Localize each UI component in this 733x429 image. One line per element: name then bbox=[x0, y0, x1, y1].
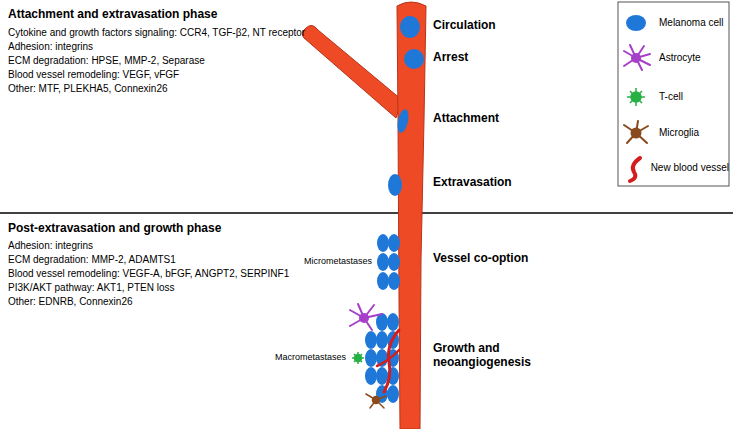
legend-label: New blood vessel bbox=[651, 162, 729, 174]
text-label: Blood vessel remodeling: VEGF, vFGF bbox=[8, 69, 179, 81]
heading-label: Vessel co-option bbox=[433, 252, 528, 266]
heading-label: Circulation bbox=[433, 19, 496, 33]
heading-label: Attachment bbox=[433, 112, 499, 126]
melanoma-cell bbox=[388, 174, 402, 196]
heading-label: Extravasation bbox=[433, 176, 512, 190]
text-label: Cytokine and growth factors signaling: C… bbox=[8, 27, 305, 39]
heading-label: Post-extravasation and growth phase bbox=[8, 222, 221, 236]
melanoma-cell bbox=[404, 49, 424, 69]
text-label: ECM degradation: MMP-2, ADAMTS1 bbox=[8, 254, 176, 266]
text-label: Macrometastases bbox=[275, 352, 346, 362]
legend-astrocyte bbox=[624, 45, 650, 70]
legend-label: Melanoma cell bbox=[659, 17, 723, 29]
heading-label: Arrest bbox=[433, 51, 468, 65]
legend-box bbox=[618, 2, 729, 186]
text-label: Micrometastases bbox=[304, 256, 372, 266]
text-label: Blood vessel remodeling: VEGF-A, bFGF, A… bbox=[8, 268, 289, 280]
legend-t-cell bbox=[627, 88, 645, 106]
astrocyte bbox=[350, 304, 382, 330]
micrometastasis-cluster bbox=[377, 234, 400, 290]
legend-label: Astrocyte bbox=[659, 52, 701, 64]
text-label: Other: MTF, PLEKHA5, Connexin26 bbox=[8, 83, 168, 95]
legend-microglia bbox=[624, 121, 648, 143]
text-label: Adhesion: integrins bbox=[8, 41, 93, 53]
heading-label: Attachment and extravasation phase bbox=[8, 8, 217, 22]
text-label: PI3K/AKT pathway: AKT1, PTEN loss bbox=[8, 282, 175, 294]
t-cell bbox=[352, 352, 364, 364]
legend-label: T-cell bbox=[659, 91, 683, 103]
legend-new-blood-vessel bbox=[630, 158, 640, 181]
divider-line bbox=[0, 212, 733, 214]
legend-label: Microglia bbox=[659, 127, 699, 139]
new-blood-vessel bbox=[377, 350, 399, 366]
melanoma-cell bbox=[400, 16, 420, 38]
melanoma-cell bbox=[396, 108, 411, 134]
text-label: Adhesion: integrins bbox=[8, 240, 93, 252]
heading-label: Growth and neoangiogenesis bbox=[433, 342, 548, 370]
macrometastasis-cluster bbox=[365, 313, 399, 403]
text-label: ECM degradation: HPSE, MMP-2, Separase bbox=[8, 55, 205, 67]
microglia bbox=[366, 394, 386, 408]
legend-melanoma-cell bbox=[626, 15, 646, 31]
blood-vessel bbox=[397, 2, 426, 429]
vessel-branch bbox=[302, 25, 402, 118]
text-label: Other: EDNRB, Connexin26 bbox=[8, 296, 133, 308]
